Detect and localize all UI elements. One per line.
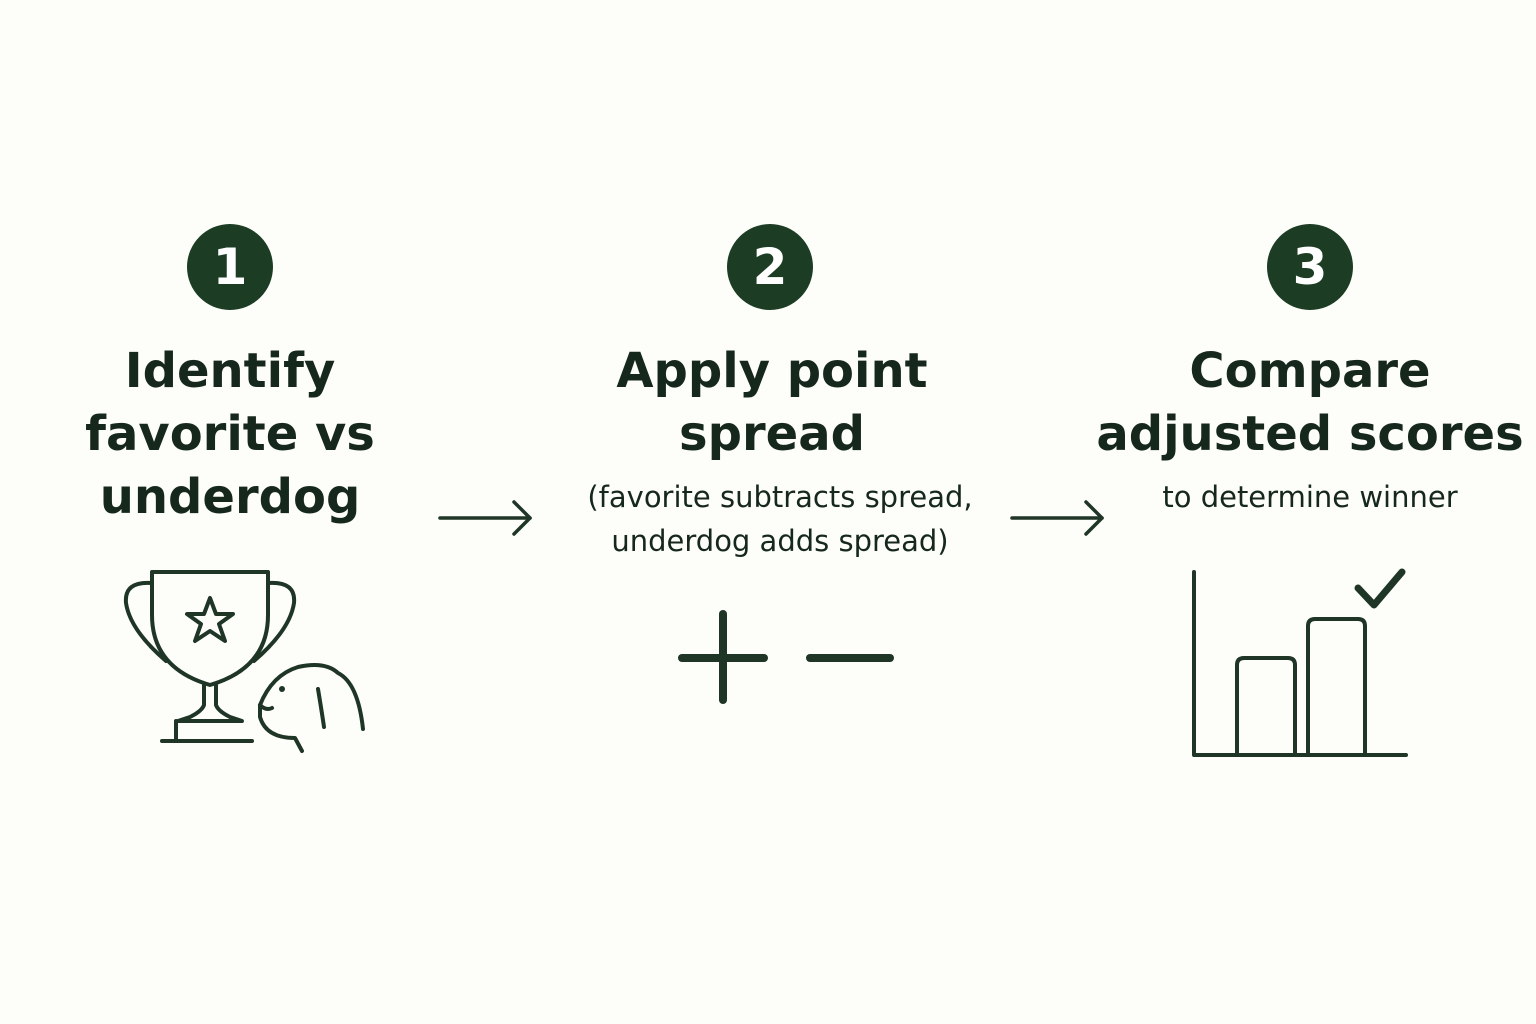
- step-1-title-line: Identify: [124, 343, 336, 399]
- step-2-title-line: spread: [679, 406, 865, 462]
- arrow-right-icon: [438, 500, 532, 536]
- bar-chart-check-icon: [1192, 570, 1408, 757]
- step-2-subtitle: (favorite subtracts spread, underdog add…: [540, 475, 1020, 563]
- step-1-title-line: favorite vs: [85, 406, 375, 462]
- step-2-subtitle-line: underdog adds spread): [611, 524, 949, 558]
- step-3: 3 Compare adjusted scores to determine w…: [1096, 0, 1526, 1024]
- step-2-subtitle-line: (favorite subtracts spread,: [587, 480, 973, 514]
- step-3-subtitle-line: to determine winner: [1162, 480, 1458, 514]
- step-2-number-badge: 2: [727, 224, 813, 310]
- step-3-title-line: adjusted scores: [1096, 406, 1524, 462]
- step-3-title: Compare adjusted scores: [1096, 340, 1524, 466]
- step-2-title-line: Apply point: [616, 343, 928, 399]
- step-3-title-line: Compare: [1189, 343, 1431, 399]
- step-1-number-badge: 1: [187, 224, 273, 310]
- step-3-subtitle: to determine winner: [1096, 475, 1524, 519]
- step-1-title-line: underdog: [99, 469, 361, 525]
- step-2: 2 Apply point spread (favorite subtracts…: [540, 0, 1000, 1024]
- step-2-title: Apply point spread: [540, 340, 1004, 466]
- plus-minus-icon: [678, 610, 894, 704]
- arrow-right-icon: [1010, 500, 1104, 536]
- check-icon: [1354, 568, 1406, 609]
- step-1-title: Identify favorite vs underdog: [0, 340, 460, 529]
- step-3-number-badge: 3: [1267, 224, 1353, 310]
- trophy-and-dog-icon: [123, 570, 365, 753]
- step-1: 1 Identify favorite vs underdog: [0, 0, 460, 1024]
